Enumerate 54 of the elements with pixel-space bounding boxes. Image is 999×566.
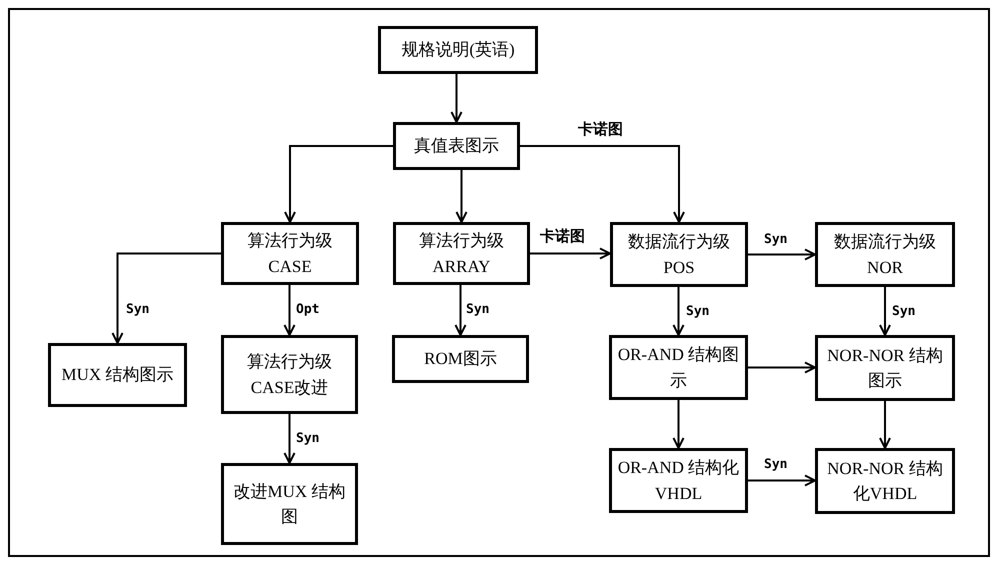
edge-label: Syn [762, 457, 790, 473]
edge-label: Syn [684, 304, 712, 320]
box-label: OR-AND 结构图示 [616, 344, 740, 392]
process-box [815, 335, 955, 401]
arrow [748, 362, 816, 374]
edge-label: Syn [762, 232, 790, 248]
arrow [672, 400, 684, 449]
box-label: MUX 结构图示 [60, 364, 174, 386]
box-label: 算法行为级 ARRAY [418, 230, 505, 278]
process-box [609, 448, 748, 513]
arrow [450, 74, 462, 123]
box-label: ROM图示 [423, 348, 498, 370]
process-box [815, 222, 955, 287]
arrow [112, 252, 221, 344]
edge-label: 卡诺图 [576, 121, 625, 139]
box-label: 算法行为级 CASE改进 [246, 351, 333, 398]
edge-label: Syn [294, 431, 322, 447]
process-box [221, 463, 358, 545]
process-box [393, 222, 530, 285]
arrow [879, 401, 891, 449]
process-box [221, 222, 359, 285]
box-label: 数据流行为级 NOR [833, 231, 937, 278]
arrow [520, 145, 685, 223]
box-label: NOR-NOR 结构化VHDL [826, 458, 944, 505]
edge-label: Syn [124, 302, 152, 318]
arrow [456, 170, 468, 223]
edge-label: 卡诺图 [538, 228, 587, 246]
box-label: 数据流行为级 POS [627, 231, 731, 278]
process-box [609, 335, 748, 400]
box-label: 规格说明(英语) [400, 39, 516, 62]
arrow [454, 285, 466, 336]
process-box [393, 122, 520, 170]
box-label: 算法行为级 CASE [246, 230, 334, 278]
edge-label: Syn [464, 302, 492, 318]
arrow [284, 285, 296, 336]
arrow [879, 287, 891, 336]
box-label: OR-AND 结构化VHDL [616, 457, 740, 504]
process-box [48, 343, 187, 407]
arrow [284, 414, 296, 464]
process-box [815, 448, 955, 514]
edge-label: Opt [294, 302, 322, 318]
arrow [748, 474, 816, 486]
arrow [672, 287, 684, 336]
box-label: NOR-NOR 结构图示 [826, 344, 944, 392]
process-box [221, 335, 358, 414]
arrow [748, 248, 816, 260]
edge-label: Syn [890, 304, 918, 320]
arrow [530, 248, 611, 260]
arrow [284, 145, 393, 223]
process-box [610, 222, 748, 287]
process-box [378, 26, 538, 74]
box-label: 真值表图示 [413, 135, 500, 158]
process-box [392, 335, 529, 383]
box-label: 改进MUX 结构图 [232, 480, 346, 528]
